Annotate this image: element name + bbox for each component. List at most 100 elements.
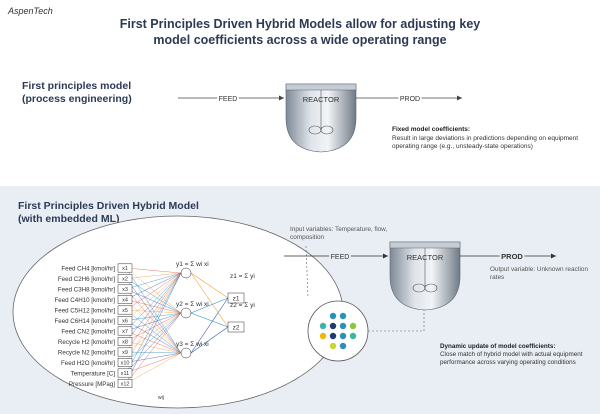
nn-input-node bbox=[117, 316, 133, 325]
title-line-2: model coefficients across a wide operati… bbox=[153, 33, 447, 47]
ml-dot bbox=[329, 322, 337, 330]
hybrid-prod-label: PROD bbox=[501, 252, 523, 261]
nn-input-node bbox=[117, 284, 133, 294]
nn-input-node bbox=[117, 337, 133, 346]
output-connector-line bbox=[368, 296, 425, 332]
nn-input-label: Feed C5H12 [kmol/hr] bbox=[54, 307, 115, 314]
ml-dot bbox=[339, 322, 347, 330]
nn-hidden-formula: y2 = Σ wi xi bbox=[176, 301, 209, 308]
nn-input-node-label: x8 bbox=[122, 340, 128, 346]
ml-dot bbox=[329, 342, 337, 350]
nn-weight-label: wij bbox=[158, 395, 164, 401]
nn-edge bbox=[125, 312, 182, 342]
nn-input-label: Feed H2O [kmol/hr] bbox=[61, 360, 115, 367]
nn-edge bbox=[125, 312, 182, 374]
nn-edge bbox=[125, 288, 182, 314]
ml-dot bbox=[319, 322, 327, 330]
nn-input-node bbox=[117, 347, 133, 357]
fixed-coefficients-note: Fixed model coefficients: Result in larg… bbox=[392, 126, 592, 152]
prod-label: PROD bbox=[400, 96, 420, 103]
ml-dot bbox=[349, 332, 357, 340]
nn-input-node bbox=[117, 305, 133, 315]
nn-edge bbox=[125, 272, 182, 290]
ml-dot bbox=[339, 312, 347, 320]
nn-edge bbox=[125, 267, 182, 274]
nn-input-label: Feed C6H14 [kmol/hr] bbox=[54, 318, 115, 325]
nn-hidden-node bbox=[180, 347, 192, 359]
nn-input-node-label: x4 bbox=[122, 298, 128, 304]
nn-hidden-node bbox=[180, 307, 192, 319]
nn-edge bbox=[125, 351, 182, 354]
nn-input-node bbox=[117, 368, 133, 378]
nn-input-node-label: x2 bbox=[122, 277, 128, 283]
nn-edge bbox=[190, 297, 229, 354]
fixed-coefficients-body: Result in large deviations in prediction… bbox=[392, 134, 579, 151]
nn-edge bbox=[125, 320, 182, 354]
nn-input-label: Feed C3H8 [kmol/hr] bbox=[58, 286, 115, 293]
feed-label: FEED bbox=[219, 96, 238, 103]
nn-edge bbox=[125, 272, 182, 332]
nn-output-formula: z1 = Σ yi bbox=[230, 273, 255, 280]
nn-hidden-formula: y1 = Σ wi xi bbox=[176, 261, 209, 268]
nn-input-node-label: x10 bbox=[121, 361, 130, 367]
nn-edge bbox=[125, 272, 182, 384]
nn-edge bbox=[125, 312, 182, 321]
hybrid-feed-arrow-icon bbox=[383, 253, 388, 259]
nn-input-label: Feed CH4 [kmol/hr] bbox=[61, 265, 115, 272]
nn-edge bbox=[125, 272, 182, 363]
nn-edge bbox=[125, 272, 182, 311]
nn-edge bbox=[125, 299, 182, 314]
nn-output-node-label: z1 bbox=[233, 295, 240, 302]
nn-input-label: Temperature [C] bbox=[71, 370, 116, 377]
nn-input-label: Recycle N2 [kmol/hr] bbox=[58, 349, 115, 356]
nn-input-label: Pressure [MPag] bbox=[69, 381, 115, 388]
hybrid-reactor-label: REACTOR bbox=[407, 253, 444, 262]
first-principles-heading-line-1: First principles model bbox=[22, 80, 132, 92]
nn-input-node-label: x11 bbox=[121, 371, 129, 377]
ml-dot bbox=[339, 342, 347, 350]
nn-edge bbox=[125, 352, 182, 374]
nn-hidden-formula: y3 = Σ wi xi bbox=[176, 341, 209, 348]
brand-logo: AspenTech bbox=[8, 6, 53, 16]
nn-input-label: Recycle H2 [kmol/hr] bbox=[58, 339, 115, 346]
nn-input-node-label: x6 bbox=[122, 319, 128, 325]
nn-edge bbox=[125, 341, 182, 354]
nn-input-node-label: x5 bbox=[122, 308, 128, 314]
title-line-1: First Principles Driven Hybrid Models al… bbox=[119, 17, 481, 31]
input-variables-note: Input variables: Temperature, flow, comp… bbox=[290, 226, 388, 241]
nn-edge bbox=[125, 312, 182, 363]
ml-model-circle bbox=[307, 300, 369, 362]
hybrid-heading-line-2: (with embedded ML) bbox=[18, 213, 120, 225]
nn-input-node-label: x12 bbox=[121, 382, 130, 388]
nn-input-node bbox=[117, 326, 133, 336]
dynamic-update-body: Close match of hybrid model with actual … bbox=[440, 351, 583, 366]
hybrid-heading: First Principles Driven Hybrid Model (wi… bbox=[18, 200, 199, 226]
hybrid-diagram: FEED REACTOR PROD Feed CH4 [kmol/hr]x1Fe… bbox=[12, 215, 556, 409]
hybrid-agitator-blade-right bbox=[424, 283, 438, 293]
nn-edge bbox=[125, 309, 182, 354]
nn-edge bbox=[125, 312, 182, 353]
nn-hidden-node bbox=[180, 267, 192, 279]
ml-dot bbox=[319, 332, 327, 340]
prod-arrow-icon bbox=[457, 95, 462, 101]
nn-edge bbox=[125, 309, 182, 314]
nn-edge bbox=[125, 272, 182, 300]
nn-input-node-label: x9 bbox=[122, 350, 128, 356]
nn-edge bbox=[125, 272, 182, 342]
nn-edge bbox=[190, 297, 229, 314]
fixed-coefficients-title: Fixed model coefficients: bbox=[392, 126, 471, 133]
nn-edge bbox=[125, 272, 182, 321]
ml-dot bbox=[329, 312, 337, 320]
nn-edge bbox=[190, 312, 229, 328]
nn-input-node bbox=[117, 358, 133, 367]
feed-arrow-icon bbox=[279, 95, 284, 101]
nn-input-node-label: x3 bbox=[122, 287, 128, 293]
nn-edge bbox=[125, 267, 182, 314]
nn-input-node-label: x1 bbox=[122, 266, 128, 272]
ml-dot bbox=[339, 332, 347, 340]
nn-input-label: Feed C4H10 [kmol/hr] bbox=[54, 297, 115, 304]
hybrid-reactor-lid bbox=[389, 241, 461, 249]
first-principles-heading: First principles model (process engineer… bbox=[22, 80, 132, 106]
nn-edge bbox=[125, 288, 182, 354]
nn-input-node bbox=[117, 379, 133, 388]
